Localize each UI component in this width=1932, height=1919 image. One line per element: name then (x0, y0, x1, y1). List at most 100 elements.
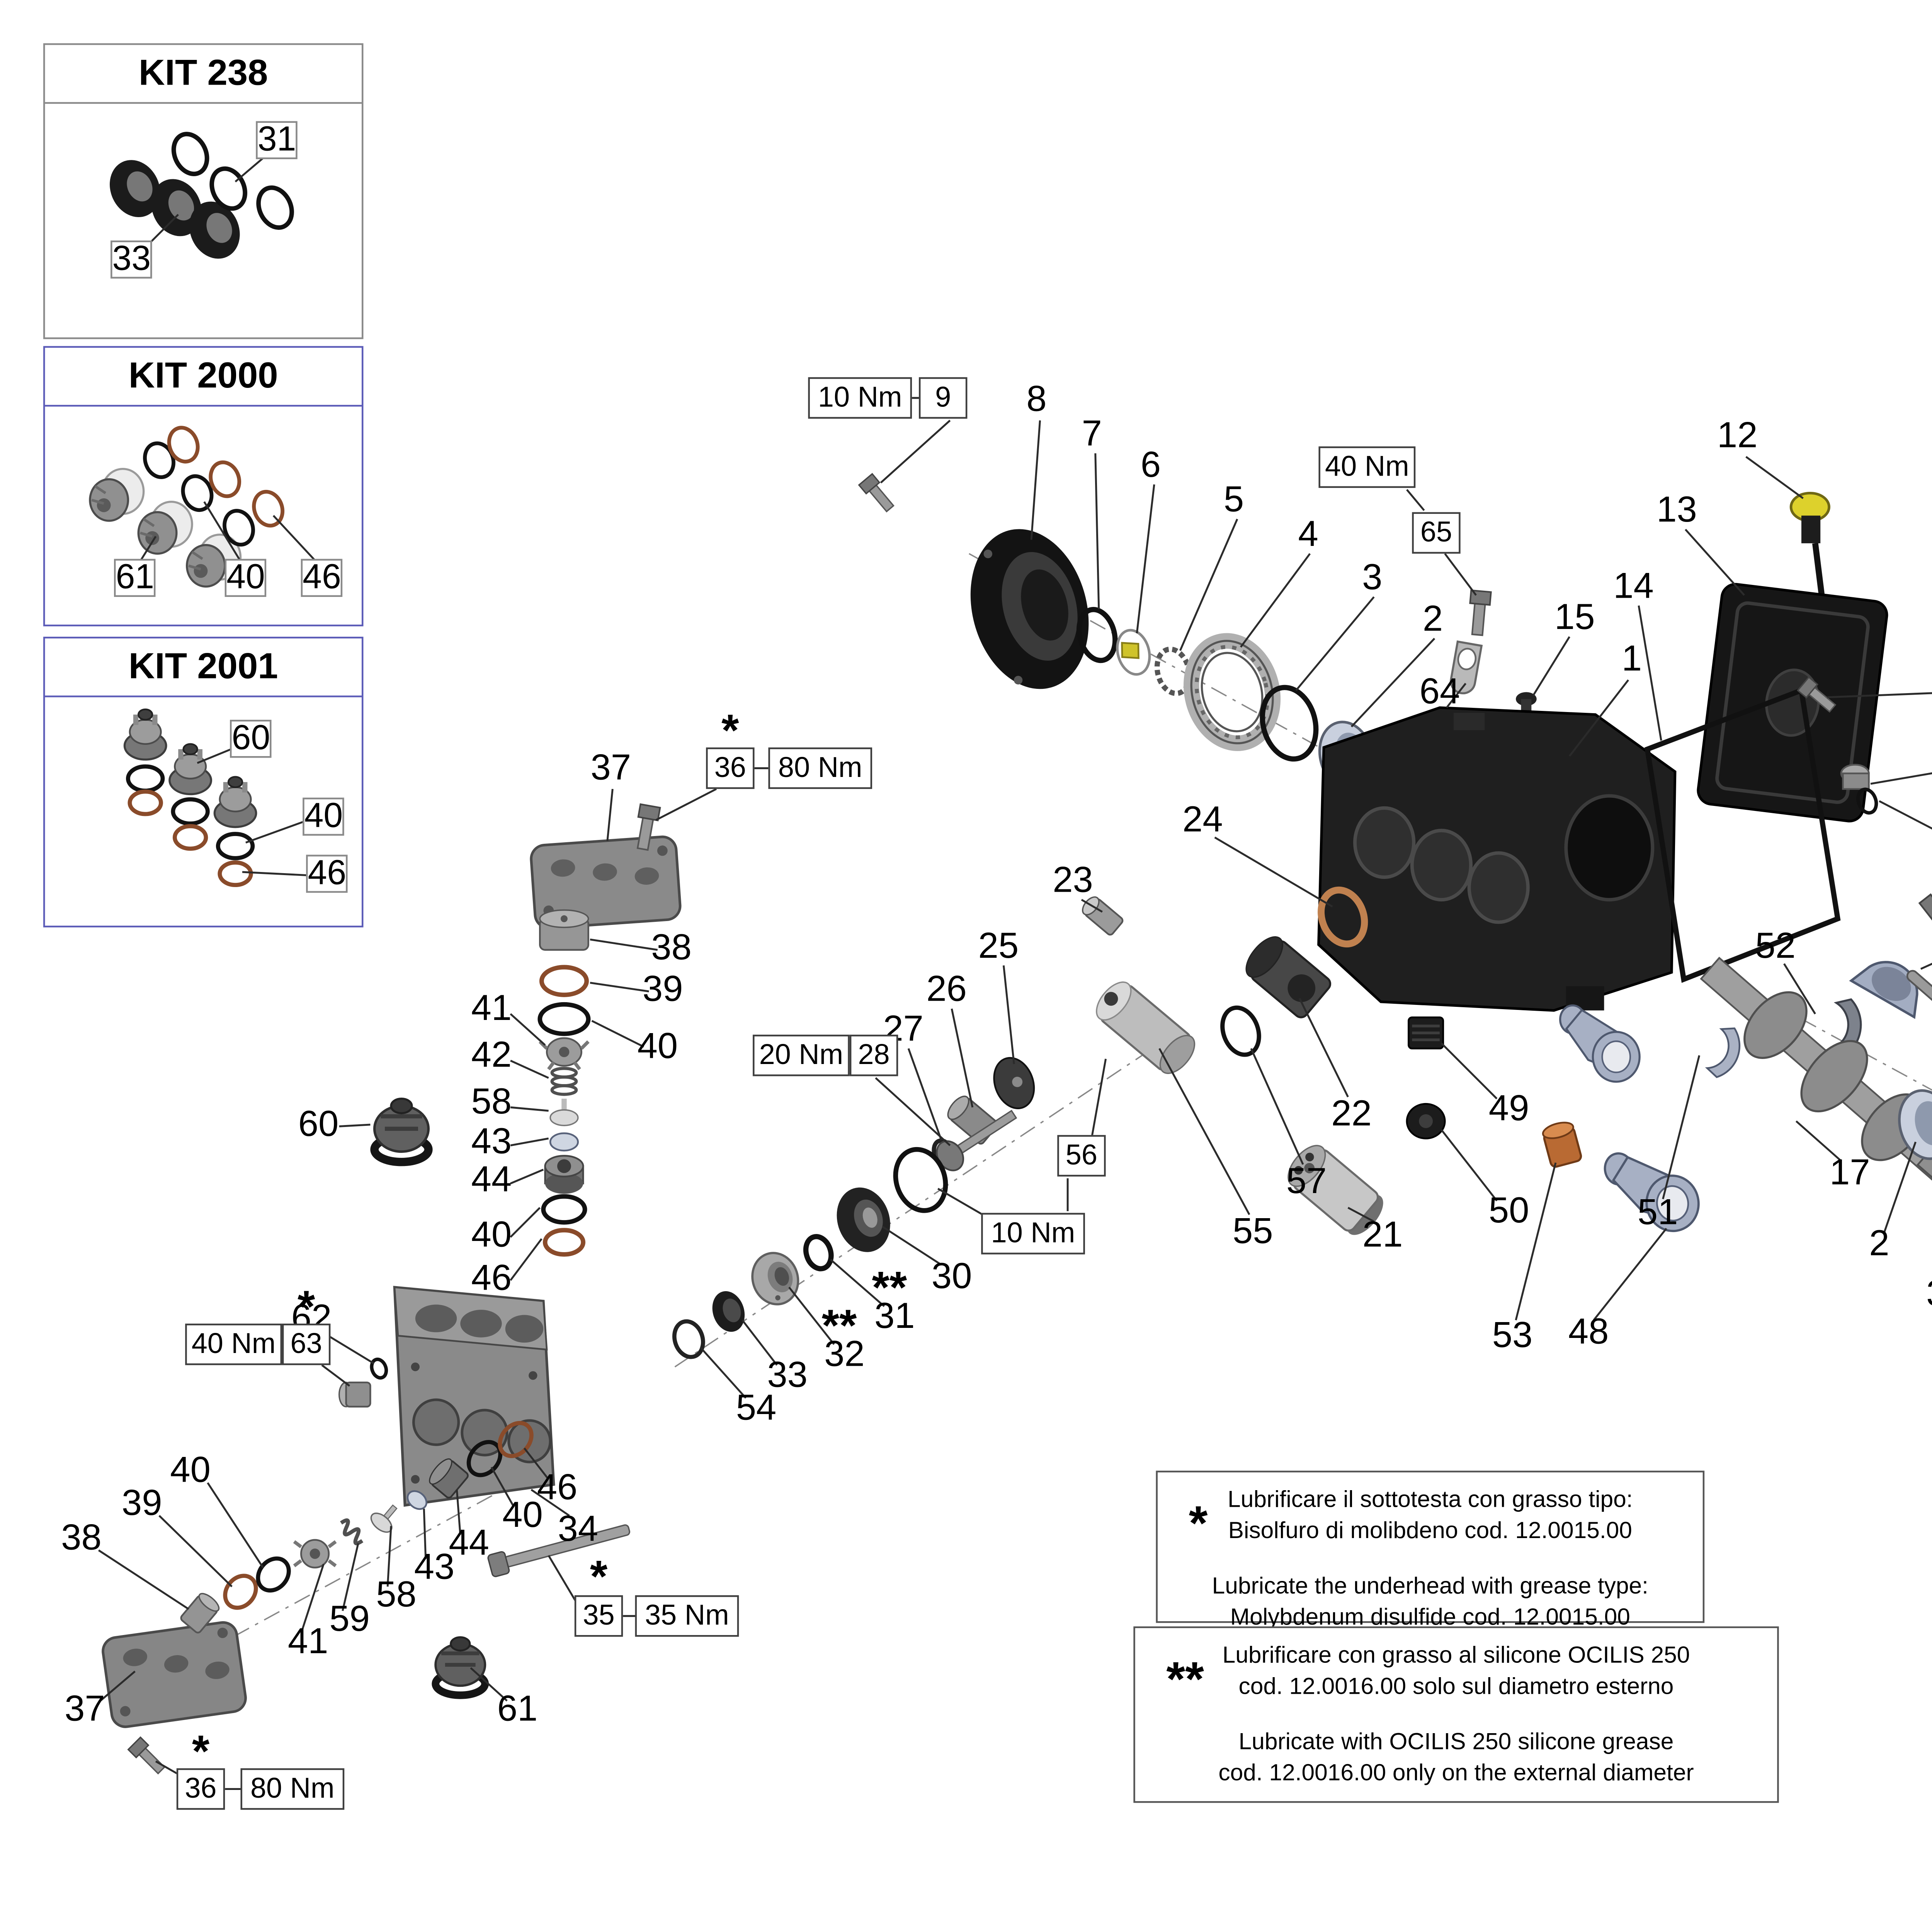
leader-line (523, 1447, 549, 1480)
callout-22: 22 (1331, 1094, 1372, 1134)
part-rod-cap-48 (1849, 961, 1918, 1019)
part-disc-25 (993, 1057, 1035, 1110)
leader-line (1347, 1207, 1374, 1222)
leader-line (100, 1671, 136, 1702)
callout-25: 25 (978, 926, 1019, 967)
leader-line (423, 1509, 427, 1559)
leader-line (242, 871, 312, 877)
callout-38: 38 (651, 928, 692, 968)
leader-line (951, 1008, 974, 1108)
leader-line (1002, 965, 1015, 1064)
callout-6: 6 (1140, 445, 1161, 486)
callout-36: 36 (706, 747, 755, 789)
callout-35: 35 (574, 1595, 623, 1637)
part-ring-39b (223, 1574, 258, 1610)
leader-line (880, 420, 951, 484)
note-line: Bisolfuro di molibdeno cod. 12.0015.00 (1228, 1516, 1632, 1543)
callout-31: 31 (874, 1297, 915, 1337)
part-plug-38a (539, 909, 589, 951)
leader-line (1250, 1048, 1304, 1165)
leader-line (510, 1059, 549, 1079)
leader-line (197, 746, 236, 764)
part-ring-46c (498, 1421, 534, 1458)
part-ring-39a (539, 965, 589, 997)
callout-46: 46 (306, 855, 348, 893)
leader-line (1158, 1048, 1250, 1215)
callout-3: 3 (1926, 1276, 1932, 1312)
part-cam-retainer-6 (1116, 629, 1151, 676)
leader-line (1532, 636, 1570, 696)
callout-39: 39 (121, 1484, 162, 1524)
part-seat-44b (429, 1458, 469, 1499)
leader-line (1440, 1042, 1498, 1100)
callout-61: 61 (114, 559, 156, 597)
leader-line (1783, 963, 1816, 1015)
leader-line (203, 501, 243, 565)
callout-26: 26 (926, 970, 967, 1010)
leader-line (456, 1489, 461, 1535)
leader-line (339, 1124, 371, 1127)
part-plug-50 (1406, 1103, 1446, 1139)
part-oring-40d (541, 1194, 587, 1225)
part-oring-57 (1220, 1005, 1261, 1057)
callout-5: 5 (1223, 480, 1244, 520)
part-ring-31 (803, 1234, 834, 1271)
leader-line (788, 1287, 835, 1345)
callout-44: 44 (449, 1523, 489, 1564)
part-key-18 (1906, 970, 1932, 1003)
leader-line (606, 789, 614, 841)
callout-54: 54 (736, 1388, 777, 1428)
callout-43: 43 (414, 1547, 455, 1588)
callout-star: * (297, 1280, 315, 1333)
callout-46: 46 (301, 559, 343, 597)
leader-line (158, 1515, 233, 1588)
callout-42: 42 (471, 1035, 512, 1076)
callout-60: 60 (230, 719, 272, 758)
part-manifold-37a (530, 835, 682, 930)
note-line: Lubrificare il sottotesta con grasso tip… (1228, 1486, 1633, 1513)
note-line: Lubricate the underhead with grease type… (1212, 1572, 1648, 1599)
part-plug-38b (180, 1593, 220, 1633)
callout-80-nm: 80 Nm (240, 1768, 345, 1810)
callout-10-nm: 10 Nm (981, 1213, 1085, 1254)
leader-line (386, 1526, 392, 1587)
callout-61: 61 (497, 1690, 538, 1730)
leader-line (510, 1169, 544, 1185)
leader-line (830, 1259, 885, 1307)
leader-line (490, 1467, 515, 1508)
leader-line (882, 1226, 942, 1266)
callout-8: 8 (1026, 379, 1047, 420)
leader-line (300, 1564, 325, 1634)
part-ring-46a (543, 1228, 586, 1257)
leader-line (591, 1020, 645, 1048)
leader-line (98, 1549, 189, 1610)
callout-52: 52 (1755, 926, 1796, 967)
leader-line (907, 1048, 942, 1141)
part-manifold-37b (102, 1621, 247, 1728)
callout-40: 40 (224, 559, 267, 597)
kit-238-title: KIT 238 (45, 45, 362, 104)
double-asterisk-icon: ** (1166, 1652, 1204, 1706)
leader-line (510, 1013, 546, 1046)
note-line: cod. 12.0016.00 solo sul diametro estern… (1238, 1672, 1674, 1698)
part-piston-assy-21 (1287, 1145, 1383, 1235)
leader-line (510, 1137, 549, 1147)
callout-4: 4 (1298, 515, 1318, 555)
callout-41: 41 (471, 989, 512, 1029)
leader-line (1920, 962, 1932, 970)
callout-star: * (192, 1725, 210, 1777)
callout-13: 13 (1656, 490, 1697, 530)
leader-line (1136, 484, 1155, 634)
callout-57: 57 (1286, 1162, 1327, 1202)
leader-line (1593, 1228, 1667, 1321)
leader-line (742, 1319, 778, 1366)
leader-line (590, 938, 658, 951)
callout-40: 40 (303, 797, 345, 836)
callout-65: 65 (1412, 512, 1461, 554)
leader-line (548, 1555, 577, 1603)
part-seat-44a (544, 1155, 584, 1194)
part-spring-42 (550, 1067, 578, 1096)
leader-line (1091, 1059, 1107, 1137)
callout-41: 41 (287, 1622, 328, 1662)
